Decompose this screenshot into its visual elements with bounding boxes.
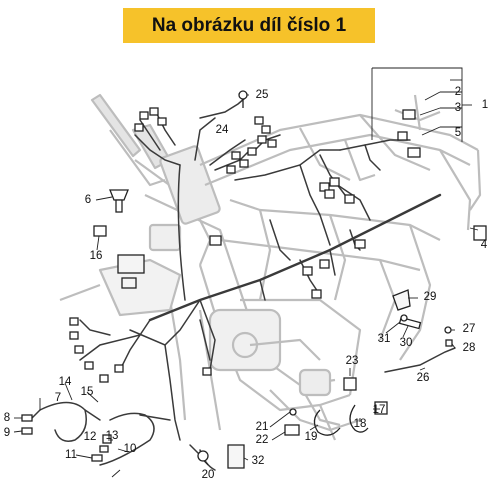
callout-3: 3 [454, 102, 462, 114]
callout-26: 26 [416, 372, 430, 384]
callout-27: 27 [462, 323, 476, 335]
callout-28: 28 [462, 342, 476, 354]
callout-14: 14 [58, 376, 72, 388]
callout-32: 32 [251, 455, 265, 467]
callout-13: 13 [105, 430, 119, 442]
title-banner: Na obrázku díl číslo 1 [123, 8, 375, 43]
scooter-frame [59, 93, 482, 441]
callout-21: 21 [255, 421, 269, 433]
callout-23: 23 [345, 355, 359, 367]
callout-12: 12 [83, 431, 97, 443]
callout-4: 4 [480, 239, 488, 251]
callout-19: 19 [304, 431, 318, 443]
callout-30: 30 [399, 337, 413, 349]
callout-11: 11 [65, 449, 77, 461]
callout-5: 5 [454, 127, 462, 139]
callout-17: 17 [372, 404, 386, 416]
callout-24: 24 [215, 124, 229, 136]
callout-31: 31 [377, 333, 391, 345]
callout-7: 7 [54, 392, 62, 404]
callout-25: 25 [255, 89, 269, 101]
callout-2: 2 [454, 86, 462, 98]
callout-6: 6 [84, 194, 92, 206]
callout-29: 29 [423, 291, 437, 303]
connectors [21, 90, 487, 469]
callout-20: 20 [201, 469, 215, 481]
callout-22: 22 [255, 434, 269, 446]
callout-9: 9 [3, 427, 11, 439]
leader-lines [13, 67, 479, 478]
callout-10: 10 [123, 443, 137, 455]
callout-1: 1 [481, 99, 489, 111]
callout-15: 15 [80, 386, 94, 398]
callout-16: 16 [89, 250, 103, 262]
callout-18: 18 [353, 418, 367, 430]
banner-text: Na obrázku díl číslo 1 [151, 14, 347, 36]
main-wiring-harness [29, 97, 456, 471]
callout-8: 8 [3, 412, 11, 424]
